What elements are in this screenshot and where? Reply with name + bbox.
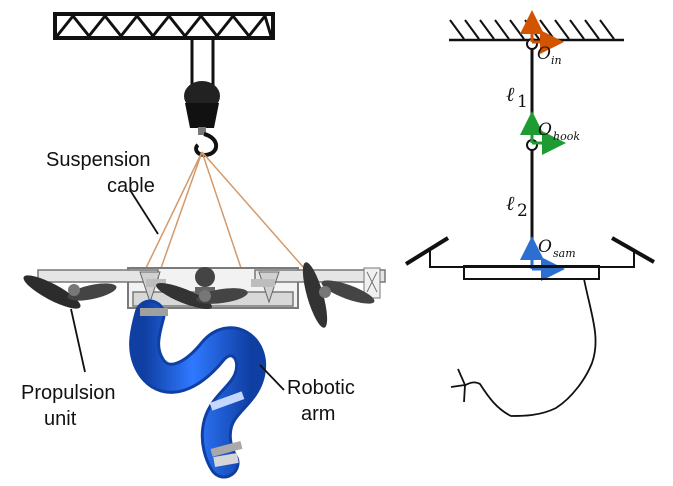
label-propulsion-line1: Propulsion	[21, 382, 116, 404]
frame-sam-label: O	[538, 237, 552, 257]
frame-hook-label: O	[538, 120, 552, 140]
frame-hook-sub: hook	[553, 130, 580, 143]
hook-block	[184, 38, 220, 158]
label-robotic-line1: Robotic	[287, 377, 355, 399]
label-suspension-line2: cable	[107, 175, 155, 197]
suspension-cables	[145, 151, 305, 269]
label-propulsion-line2: unit	[44, 408, 77, 430]
length-l2-sub: 2	[517, 201, 528, 221]
robotic-arm	[129, 299, 267, 479]
schematic-right: ℓ 1 ℓ 2 O in O hook O sam	[404, 10, 655, 417]
frame-in-label: O	[537, 44, 551, 64]
label-suspension-line1: Suspension	[46, 149, 151, 171]
propeller-left	[23, 275, 117, 309]
leader-propulsion	[70, 308, 86, 373]
propeller-center	[156, 283, 248, 309]
frame-in-sub: in	[551, 54, 562, 67]
length-l1-symbol: ℓ	[506, 82, 515, 106]
label-robotic-line2: arm	[301, 403, 335, 425]
leader-suspension	[129, 189, 159, 235]
propulsion-units	[23, 262, 375, 328]
length-l1-sub: 1	[517, 92, 528, 112]
leader-robotic-arm	[259, 364, 285, 391]
length-l2-symbol: ℓ	[506, 191, 515, 215]
frame-sam-sub: sam	[553, 247, 576, 260]
crane-truss	[53, 12, 275, 40]
propeller-right	[302, 262, 375, 328]
